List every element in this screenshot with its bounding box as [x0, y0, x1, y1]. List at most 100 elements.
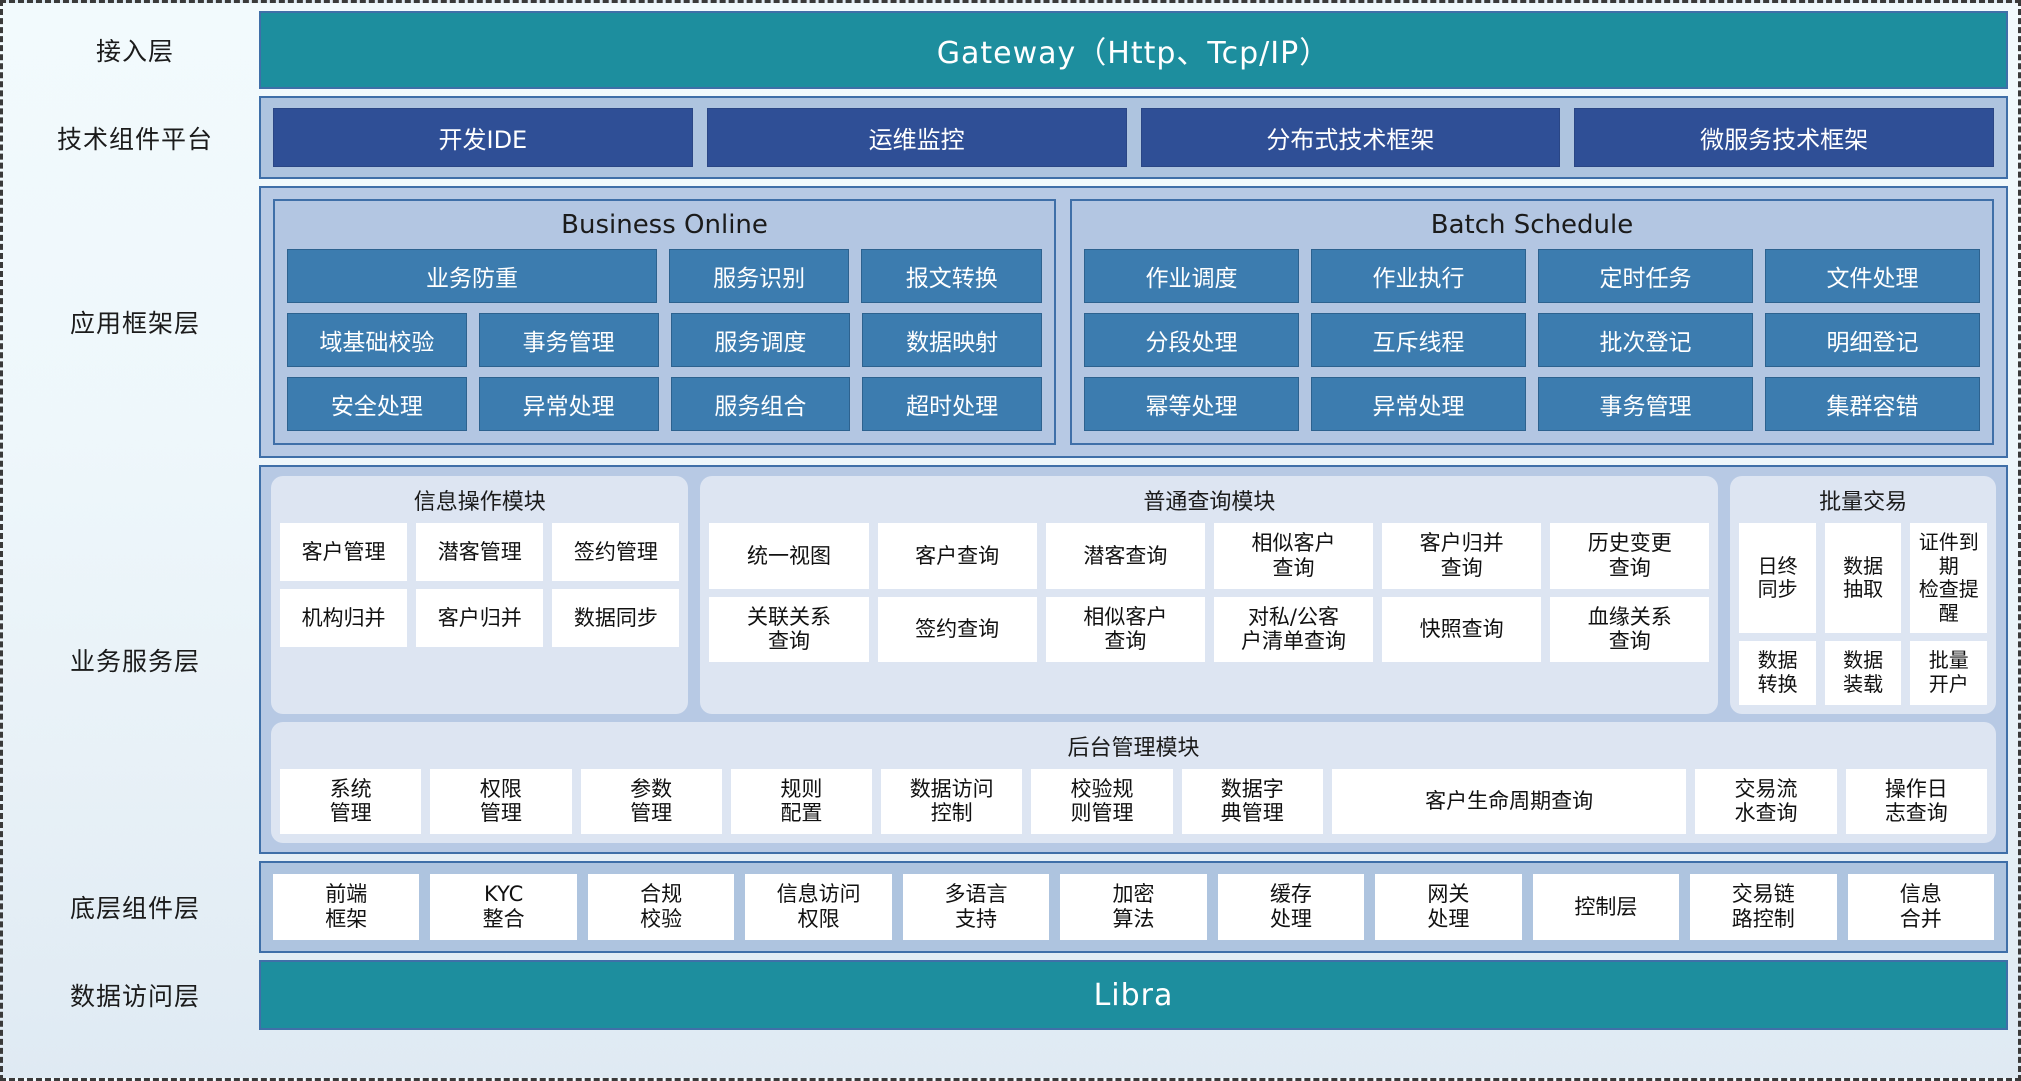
- cell-unified-view[interactable]: 统一视图: [709, 523, 869, 589]
- cell-snapshot-query[interactable]: 快照查询: [1382, 596, 1542, 663]
- cell-validation-rule-management[interactable]: 校验规则管理: [1031, 768, 1173, 835]
- tech-chip-ide[interactable]: 开发IDE: [273, 108, 693, 167]
- cell-info-merge[interactable]: 信息合并: [1847, 874, 1994, 941]
- cell-cache-processing[interactable]: 缓存处理: [1217, 874, 1365, 941]
- chip-batch-exception-processing[interactable]: 异常处理: [1311, 377, 1527, 431]
- cell-document-expiry-reminder[interactable]: 证件到期检查提醒: [1910, 523, 1987, 634]
- gateway-bar: Gateway（Http、Tcp/IP）: [259, 11, 2008, 89]
- module-title-backoffice: 后台管理模块: [1067, 735, 1200, 761]
- cell-contract-management[interactable]: 签约管理: [552, 523, 680, 581]
- panel-batch-schedule: Batch Schedule 作业调度 作业执行 定时任务 文件处理 分段处理 …: [1070, 199, 1994, 445]
- layer-label-bottom: 底层组件层: [69, 894, 200, 924]
- chip-service-dispatch[interactable]: 服务调度: [670, 313, 851, 367]
- cell-data-extraction[interactable]: 数据抽取: [1824, 523, 1902, 634]
- chip-batch-registration[interactable]: 批次登记: [1538, 313, 1753, 367]
- chip-row: 安全处理 异常处理 服务组合 超时处理: [287, 377, 1043, 431]
- layer-label-access: 接入层: [95, 37, 174, 66]
- cell-row: 关联关系查询 签约查询 相似客户查询 对私/公客户清单查询 快照查询 血缘关系查…: [709, 596, 1710, 663]
- chip-segment-processing[interactable]: 分段处理: [1084, 313, 1300, 367]
- cell-control-layer[interactable]: 控制层: [1532, 874, 1680, 941]
- chip-transaction-mgmt[interactable]: 事务管理: [478, 313, 659, 367]
- cell-customer-lifecycle-query[interactable]: 客户生命周期查询: [1331, 768, 1687, 835]
- cell-encryption-algorithm[interactable]: 加密算法: [1060, 874, 1207, 941]
- libra-bar: Libra: [259, 960, 2008, 1031]
- layer-access: 接入层 Gateway（Http、Tcp/IP）: [11, 11, 2008, 89]
- chip-domain-validation[interactable]: 域基础校验: [287, 313, 467, 367]
- panel-title-business-online: Business Online: [561, 210, 768, 240]
- chip-exception-processing[interactable]: 异常处理: [478, 377, 659, 431]
- chip-timeout-processing[interactable]: 超时处理: [862, 377, 1043, 431]
- chip-service-composition[interactable]: 服务组合: [670, 377, 851, 431]
- cell-org-merge[interactable]: 机构归并: [280, 589, 408, 647]
- tech-chip-distributed-framework[interactable]: 分布式技术框架: [1140, 108, 1561, 167]
- cell-customer-management[interactable]: 客户管理: [280, 523, 408, 581]
- layer-label-tech: 技术组件平台: [56, 124, 213, 154]
- cell-customer-query[interactable]: 客户查询: [877, 523, 1037, 589]
- chip-detail-registration[interactable]: 明细登记: [1765, 313, 1980, 367]
- cell-permission-management[interactable]: 权限管理: [430, 768, 572, 835]
- cell-info-access-permission[interactable]: 信息访问权限: [745, 874, 892, 941]
- chip-business-dedup[interactable]: 业务防重: [287, 249, 657, 303]
- chip-row: 业务防重 服务识别 报文转换: [287, 249, 1043, 303]
- chip-file-processing[interactable]: 文件处理: [1765, 249, 1980, 303]
- cell-transaction-link-control[interactable]: 交易链路控制: [1690, 874, 1837, 941]
- panel-common-query-module: 普通查询模块 统一视图 客户查询 潜客查询 相似客户查询 客户归并查询 历史变更…: [700, 476, 1719, 714]
- cell-eod-sync[interactable]: 日终同步: [1739, 523, 1816, 634]
- cell-customer-merge[interactable]: 客户归并: [416, 589, 544, 647]
- cell-multilanguage-support[interactable]: 多语言支持: [902, 874, 1050, 941]
- chip-scheduled-task[interactable]: 定时任务: [1538, 249, 1753, 303]
- tech-chip-microservice-framework[interactable]: 微服务技术框架: [1574, 108, 1994, 167]
- cell-system-management[interactable]: 系统管理: [280, 768, 422, 835]
- cell-data-access-control[interactable]: 数据访问控制: [881, 768, 1023, 835]
- cell-retail-corporate-customer-list-query[interactable]: 对私/公客户清单查询: [1213, 596, 1374, 663]
- cell-parameter-management[interactable]: 参数管理: [580, 768, 722, 835]
- cell-prospect-query[interactable]: 潜客查询: [1045, 523, 1205, 589]
- cell-lineage-query[interactable]: 血缘关系查询: [1550, 596, 1710, 663]
- tech-chip-ops-monitor[interactable]: 运维监控: [706, 108, 1127, 167]
- cell-row: 机构归并 客户归并 数据同步: [280, 589, 680, 647]
- chip-cluster-fault-tolerance[interactable]: 集群容错: [1765, 377, 1980, 431]
- cell-operation-log-query[interactable]: 操作日志查询: [1845, 768, 1987, 835]
- cell-data-transform[interactable]: 数据转换: [1739, 641, 1816, 705]
- panel-backoffice-module: 后台管理模块 系统管理 权限管理 参数管理 规则配置 数据访问控制 校验规则管理…: [271, 721, 1996, 844]
- cell-row: 系统管理 权限管理 参数管理 规则配置 数据访问控制 校验规则管理 数据字典管理…: [280, 768, 1987, 835]
- app-framework-container: Business Online 业务防重 服务识别 报文转换 域基础校验 事务管…: [259, 186, 2008, 458]
- chip-service-identify[interactable]: 服务识别: [668, 249, 850, 303]
- layer-label-app: 应用框架层: [69, 309, 200, 338]
- layer-business-service: 业务服务层 信息操作模块 客户管理 潜客管理 签约管理: [11, 465, 2008, 855]
- cell-similar-customer-query-bottom[interactable]: 相似客户查询: [1045, 596, 1205, 663]
- cell-gateway-processing[interactable]: 网关处理: [1375, 874, 1522, 941]
- tech-chip-strip: 开发IDE 运维监控 分布式技术框架 微服务技术框架: [259, 96, 2008, 179]
- cell-rule-configuration[interactable]: 规则配置: [730, 768, 873, 835]
- chip-security-processing[interactable]: 安全处理: [287, 377, 467, 431]
- layer-label-business: 业务服务层: [69, 646, 200, 676]
- cell-data-load[interactable]: 数据装载: [1824, 641, 1902, 705]
- chip-idempotent-processing[interactable]: 幂等处理: [1084, 377, 1300, 431]
- layer-label-data-access: 数据访问层: [69, 982, 200, 1012]
- cell-compliance-validation[interactable]: 合规校验: [587, 874, 735, 941]
- chip-job-execution[interactable]: 作业执行: [1311, 249, 1527, 303]
- layer-data-access: 数据访问层 Libra: [11, 960, 2008, 1031]
- module-title-common-query: 普通查询模块: [1143, 490, 1276, 515]
- cell-contract-query[interactable]: 签约查询: [877, 596, 1037, 663]
- chip-job-scheduling[interactable]: 作业调度: [1084, 249, 1300, 303]
- layer-app-framework: 应用框架层 Business Online 业务防重 服务识别 报文转换 域基础…: [11, 186, 2008, 458]
- layer-tech-platform: 技术组件平台 开发IDE 运维监控 分布式技术框架 微服务技术框架: [11, 96, 2008, 179]
- module-title-info-operation: 信息操作模块: [413, 490, 546, 515]
- cell-data-dictionary-management[interactable]: 数据字典管理: [1181, 768, 1323, 835]
- chip-batch-transaction-mgmt[interactable]: 事务管理: [1538, 377, 1753, 431]
- cell-bulk-account-opening[interactable]: 批量开户: [1910, 641, 1987, 705]
- chip-row: 幂等处理 异常处理 事务管理 集群容错: [1084, 377, 1980, 431]
- cell-relationship-query[interactable]: 关联关系查询: [709, 596, 869, 663]
- cell-customer-merge-query[interactable]: 客户归并查询: [1382, 523, 1542, 589]
- cell-similar-customer-query-top[interactable]: 相似客户查询: [1213, 523, 1374, 589]
- cell-history-change-query[interactable]: 历史变更查询: [1550, 523, 1710, 589]
- cell-prospect-management[interactable]: 潜客管理: [416, 523, 544, 581]
- chip-message-transform[interactable]: 报文转换: [861, 249, 1043, 303]
- chip-mutex-thread[interactable]: 互斥线程: [1311, 313, 1527, 367]
- cell-transaction-flow-query[interactable]: 交易流水查询: [1695, 768, 1837, 835]
- cell-data-sync[interactable]: 数据同步: [552, 589, 680, 647]
- cell-frontend-framework[interactable]: 前端框架: [273, 874, 420, 941]
- chip-data-mapping[interactable]: 数据映射: [862, 313, 1043, 367]
